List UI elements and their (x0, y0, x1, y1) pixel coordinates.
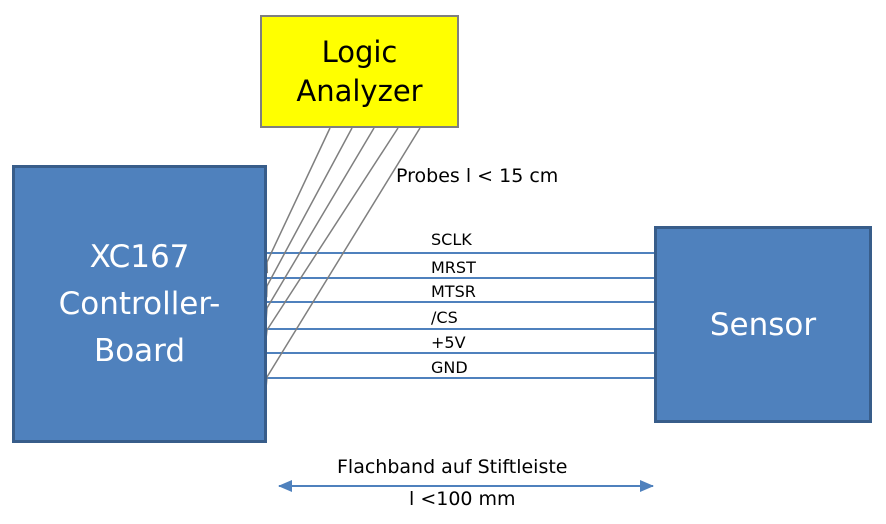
analyzer-label-line1: Logic (321, 34, 398, 69)
analyzer-label-line2: Analyzer (296, 73, 423, 108)
sensor-block: Sensor (654, 226, 872, 423)
logic-analyzer-block: Logic Analyzer (260, 15, 459, 128)
cable-length-label: l <100 mm (409, 488, 516, 510)
probe-line (267, 127, 399, 330)
controller-board-block: XC167 Controller- Board (12, 165, 267, 443)
probes-label: Probes l < 15 cm (396, 165, 559, 187)
controller-label-line1: XC167 (89, 238, 190, 275)
signal-label-mtsr: MTSR (431, 282, 476, 301)
signal-label-gnd: GND (431, 358, 468, 377)
signal-label-cs: /CS (431, 308, 458, 327)
cable-label: Flachband auf Stiftleiste (337, 456, 568, 478)
controller-label-line3: Board (93, 332, 186, 369)
controller-label-line2: Controller- (58, 285, 221, 322)
probe-line (267, 127, 353, 286)
sensor-label: Sensor (709, 306, 817, 343)
probe-line (267, 127, 375, 308)
signal-label-mrst: MRST (431, 258, 476, 277)
probe-line (267, 127, 331, 262)
signal-label-sclk: SCLK (431, 230, 472, 249)
probe-line (267, 127, 421, 377)
signal-label-5v: +5V (431, 333, 466, 352)
